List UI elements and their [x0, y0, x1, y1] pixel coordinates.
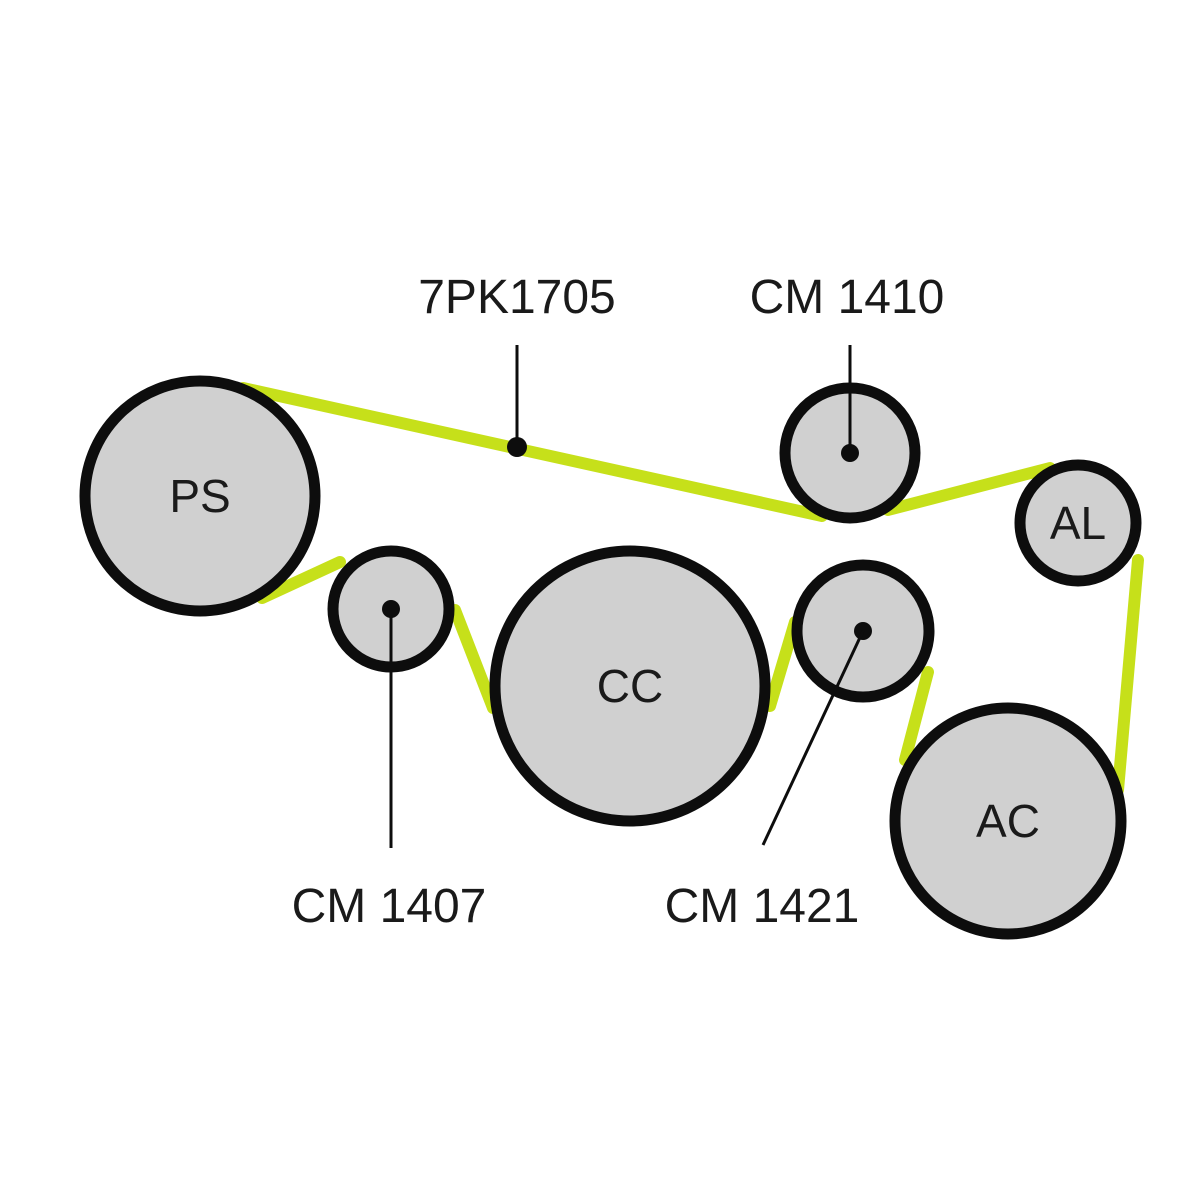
leader-idler-right — [761, 630, 865, 846]
pulley-cc-circle — [489, 545, 771, 827]
pulley-ps-label: PS — [169, 470, 230, 522]
belt-segment-ac-to-right-idler — [899, 666, 934, 766]
pulley-ac-label: AC — [976, 795, 1040, 847]
pulley-cc: CC — [489, 545, 771, 827]
pulley-ac-circle — [889, 702, 1127, 940]
belt — [237, 382, 1144, 796]
callout-idler-left-label: CM 1407 — [292, 880, 487, 933]
pulley-al-circle — [1014, 459, 1142, 587]
callout-idler-top-label: CM 1410 — [750, 271, 945, 324]
callout-idler-right-label: CM 1421 — [665, 880, 860, 933]
belt-segment-right-idler-to-cc — [764, 616, 801, 712]
leader-belt-dot — [507, 437, 527, 457]
pulley-ps: PS — [79, 375, 321, 617]
belt-segment-left-idler-to-ps — [256, 556, 346, 604]
pulley-ps-circle — [79, 375, 321, 617]
pulley-cc-label: CC — [597, 660, 663, 712]
belt-segment-cc-to-left-idler — [449, 604, 499, 714]
belt-segment-ps-to-top-idler — [237, 382, 828, 522]
belt-segment-top-idler-to-al — [882, 462, 1056, 516]
pulley-ac: AC — [889, 702, 1127, 940]
pulley-al-label: AL — [1050, 497, 1106, 549]
belt-segment-al-to-ac — [1112, 554, 1144, 796]
callout-belt-label: 7PK1705 — [418, 271, 616, 324]
pulley-al: AL — [1014, 459, 1142, 587]
